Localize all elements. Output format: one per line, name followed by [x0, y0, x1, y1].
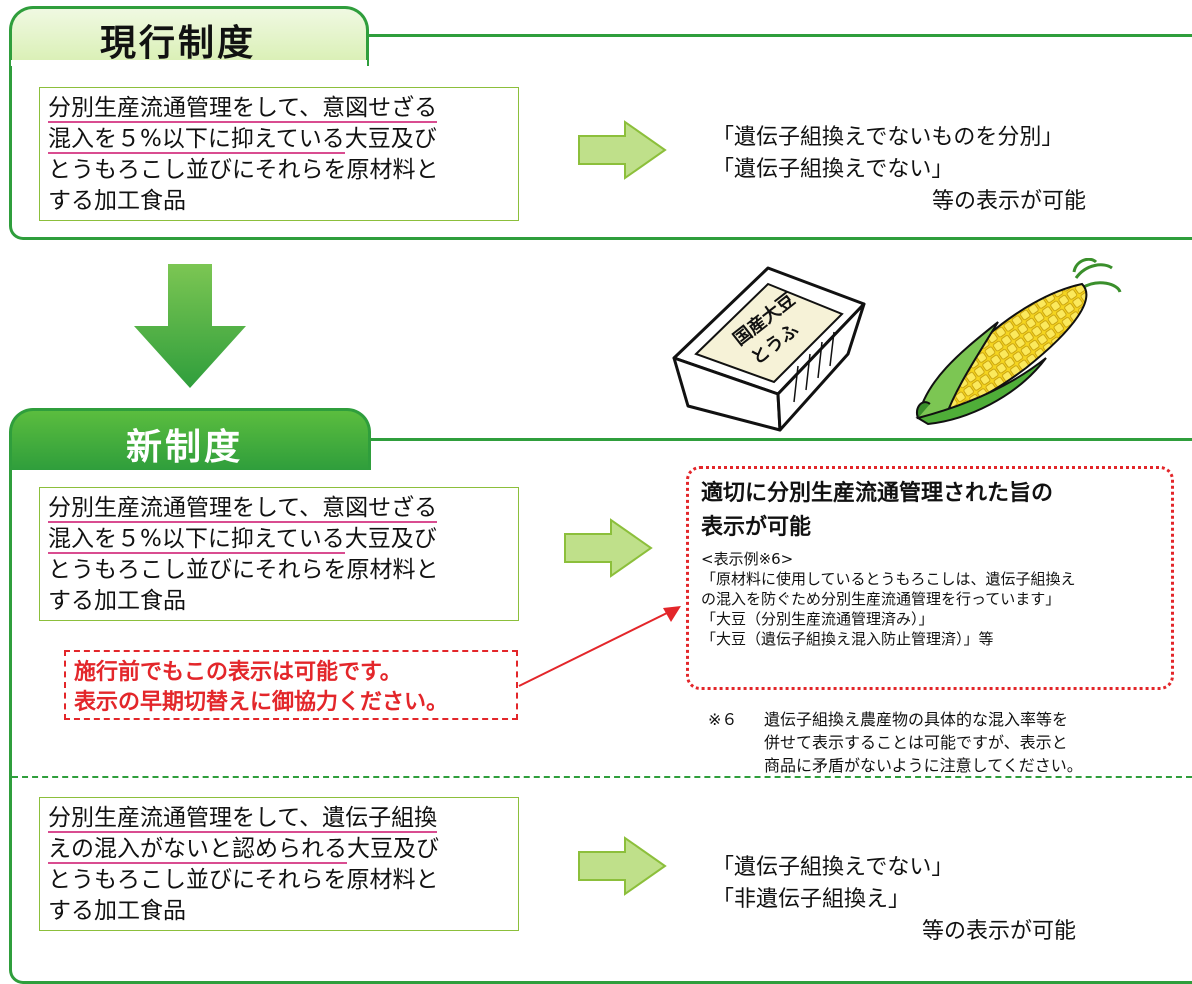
corn-illustration	[915, 258, 1122, 426]
new-condition-box-2: 分別生産流通管理をして、遺伝子組換 えの混入がないと認められる大豆及び とうもろ…	[39, 797, 519, 931]
footnote-line: 遺伝子組換え農産物の具体的な混入率等を	[764, 710, 1069, 729]
new-condition-box-1: 分別生産流通管理をして、意図せざる 混入を５%以下に抑えている大豆及び とうもろ…	[39, 487, 519, 621]
right-arrow-icon	[578, 120, 667, 180]
example-line: 「大豆（分別生産流通管理済み）」	[701, 610, 934, 628]
result-line: 等の表示が可能	[922, 919, 1077, 944]
condition-underlined-text: 混入を５%以下に抑えている	[48, 526, 345, 554]
notice-line: 表示の早期切替えに御協力ください。	[74, 690, 449, 715]
right-arrow-icon	[564, 518, 653, 578]
footnote-line: 商品に矛盾がないように注意してください。	[764, 756, 1083, 775]
current-system-title: 現行制度	[100, 23, 257, 64]
footnote: ※６ 遺伝子組換え農産物の具体的な混入率等を 併せて表示することは可能ですが、表…	[708, 708, 1178, 777]
condition-text: 大豆及び	[347, 836, 439, 862]
result-heading: 表示が可能	[701, 515, 812, 540]
condition-text: とうもろこし並びにそれらを原材料と	[48, 157, 439, 183]
tofu-illustration: 国産大豆 とうふ	[672, 266, 866, 432]
new-system-title: 新制度	[126, 427, 244, 468]
early-adoption-notice: 施行前でもこの表示は可能です。 表示の早期切替えに御協力ください。	[64, 650, 518, 720]
tab-joiner	[11, 60, 367, 66]
condition-underlined-text: 混入を５%以下に抑えている	[48, 126, 345, 154]
result-line: 「遺伝子組換えでないものを分別」	[712, 125, 1064, 150]
example-line: 「原材料に使用しているとうもろこしは、遺伝子組換え	[701, 570, 1076, 588]
current-system-tab	[9, 6, 369, 66]
section-divider	[12, 776, 1192, 778]
result-line: 等の表示が可能	[932, 189, 1087, 214]
right-arrow-icon	[578, 836, 667, 896]
notice-line: 施行前でもこの表示は可能です。	[74, 660, 402, 685]
condition-text: とうもろこし並びにそれらを原材料と	[48, 867, 439, 893]
condition-text: する加工食品	[48, 588, 186, 614]
footnote-mark: ※６	[708, 710, 738, 729]
condition-text: する加工食品	[48, 188, 186, 214]
condition-text: する加工食品	[48, 898, 186, 924]
condition-underlined-text: 分別生産流通管理をして、意図せざる	[48, 95, 438, 123]
new-system-tab	[9, 408, 371, 470]
condition-text: 大豆及び	[344, 126, 437, 152]
condition-text: 大豆及び	[344, 526, 437, 552]
result-line: 「遺伝子組換えでない」	[712, 855, 954, 880]
condition-underlined-text: 分別生産流通管理をして、遺伝子組換	[48, 805, 438, 833]
new-result-box-1: 適切に分別生産流通管理された旨の 表示が可能 <表示例※6> 「原材料に使用して…	[686, 466, 1174, 690]
condition-text: とうもろこし並びにそれらを原材料と	[48, 557, 439, 583]
example-label: <表示例※6>	[701, 550, 794, 568]
result-line: 「遺伝子組換えでない」	[712, 157, 954, 182]
condition-underlined-text: 分別生産流通管理をして、意図せざる	[48, 495, 438, 523]
current-result-text: 「遺伝子組換えでないものを分別」 「遺伝子組換えでない」 等の表示が可能	[712, 122, 1152, 218]
footnote-line: 併せて表示することは可能ですが、表示と	[764, 733, 1068, 752]
example-line: の混入を防ぐため分別生産流通管理を行っています」	[701, 590, 1061, 608]
condition-underlined-text: えの混入がないと認められる	[48, 836, 347, 864]
current-system-frame	[9, 34, 1192, 240]
result-line: 「非遺伝子組換え」	[712, 887, 911, 912]
result-heading: 適切に分別生産流通管理された旨の	[701, 481, 1054, 506]
down-arrow-icon	[134, 264, 246, 388]
new-result-text-2: 「遺伝子組換えでない」 「非遺伝子組換え」 等の表示が可能	[712, 852, 1152, 948]
current-condition-box: 分別生産流通管理をして、意図せざる 混入を５%以下に抑えている大豆及び とうもろ…	[39, 87, 519, 221]
example-line: 「大豆（遺伝子組換え混入防止管理済）」等	[701, 630, 994, 648]
pointer-arrow-icon	[518, 606, 681, 687]
